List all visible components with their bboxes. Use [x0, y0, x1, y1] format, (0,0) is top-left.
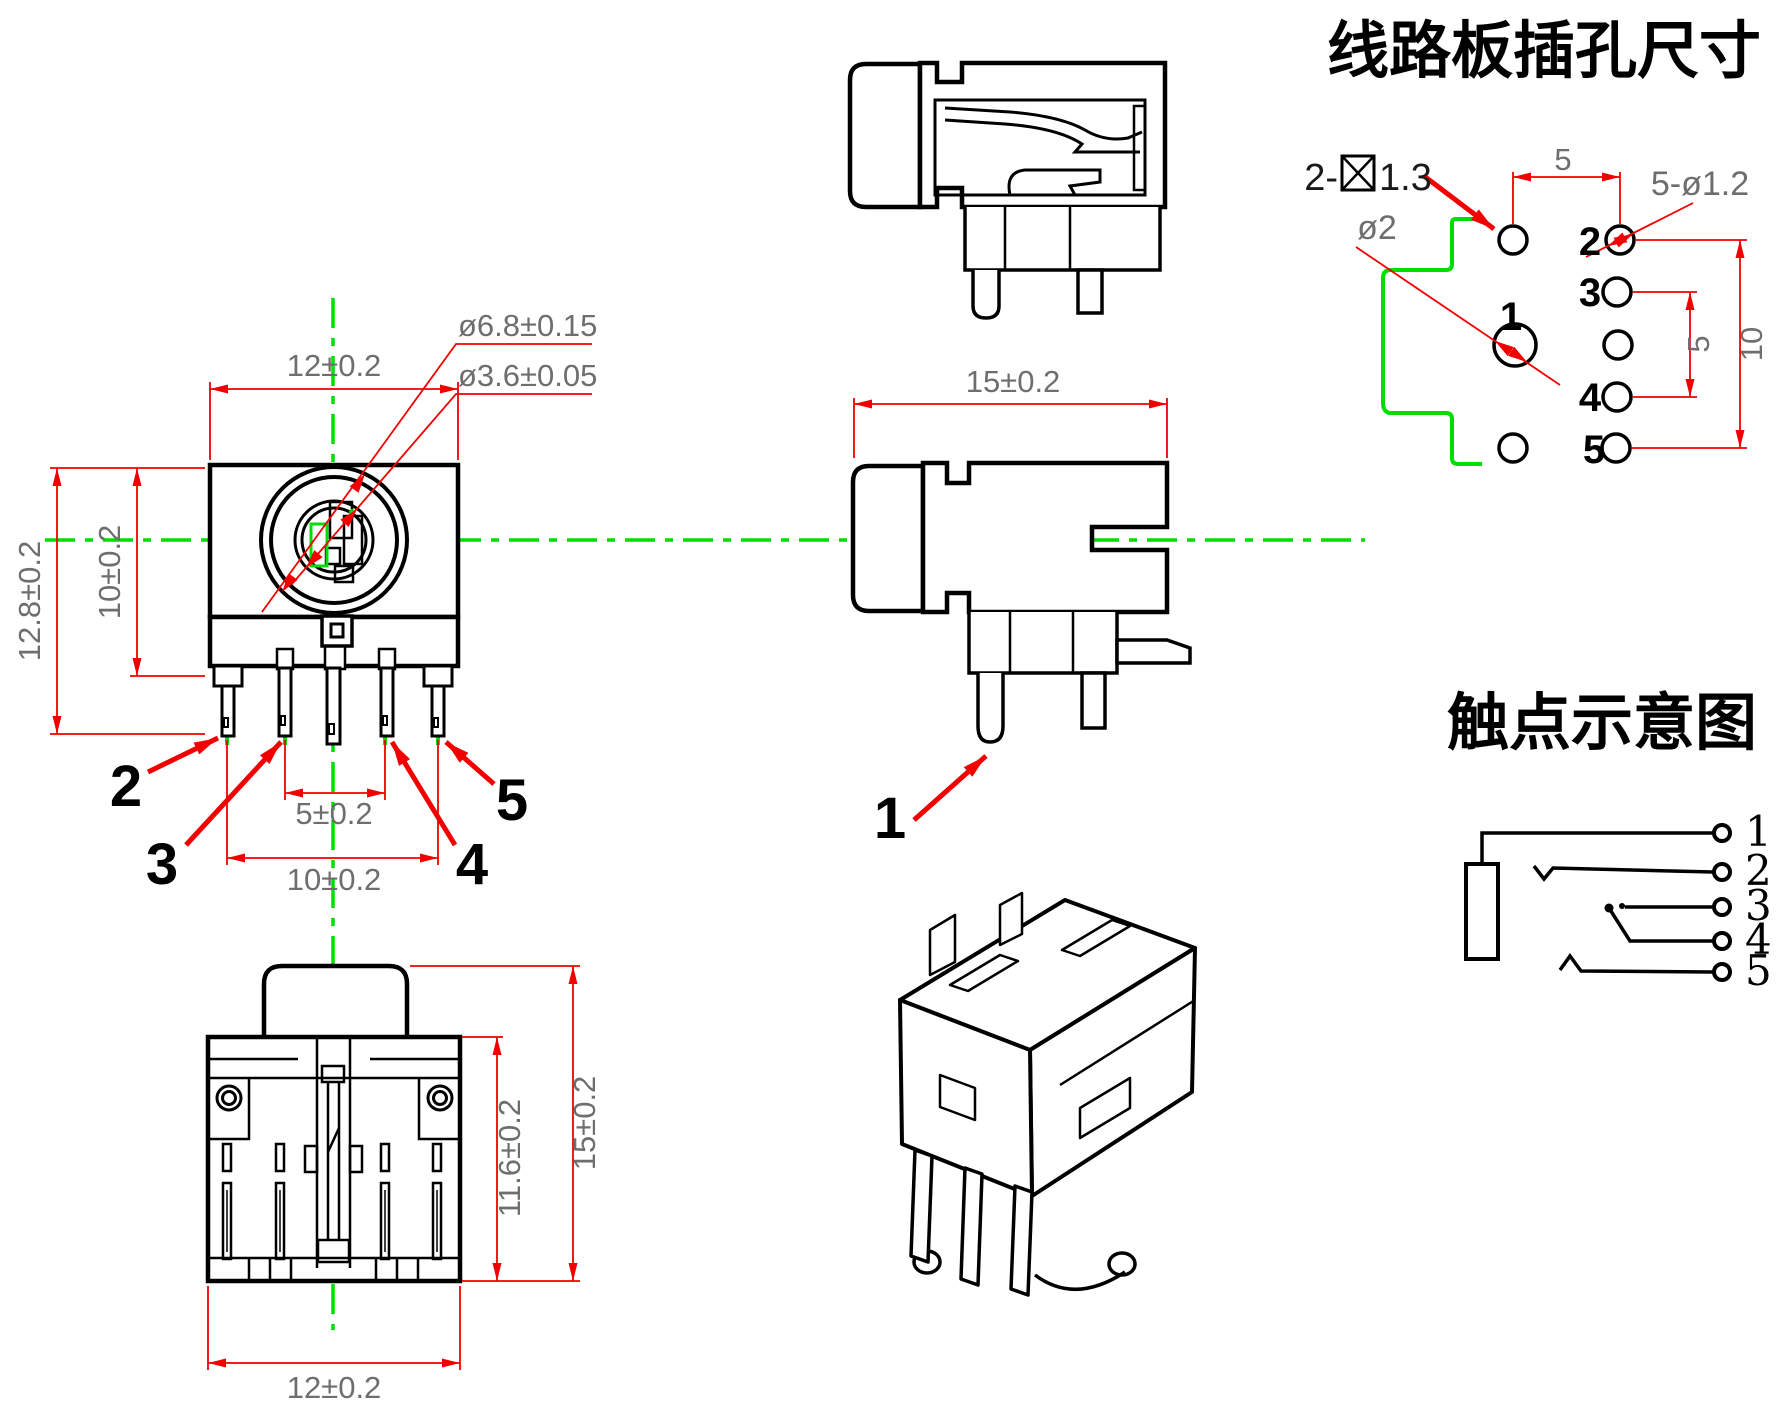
dia-inner-label: ø3.6±0.05 — [458, 358, 597, 393]
dim-pins-inner-label: 5±0.2 — [295, 796, 372, 831]
square-hole-callout: 2- 1.3 — [1304, 154, 1432, 199]
terminal4-label: 4 — [1745, 915, 1772, 964]
pin-slots — [221, 1142, 443, 1261]
center-hole-dia-label: ø2 — [1357, 209, 1397, 247]
schematic-terminals — [1712, 823, 1732, 982]
pcb-dim-right-outer-label: 10 — [1734, 327, 1769, 361]
pin1-label: 1 — [874, 786, 906, 851]
front-view-dimensions — [50, 343, 592, 865]
pin2-label: 2 — [110, 754, 142, 819]
front-view-texts: 12±0.2 12.8±0.2 10±0.2 ø6.8±0.15 ø3.6±0.… — [12, 308, 597, 897]
pcb-dim-right-inner-label: 5 — [1681, 335, 1716, 352]
bottom-view-dimensions — [207, 965, 580, 1370]
square-holes-prefix-label: 2- — [1304, 157, 1338, 199]
pcb-dim-top-label: 5 — [1554, 142, 1571, 177]
terminal5-label: 5 — [1745, 946, 1772, 995]
dim-body-height-label: 10±0.2 — [92, 525, 127, 620]
pcb-texts: ø2 5-ø1.2 5 5 10 1 2 3 4 5 — [1357, 142, 1769, 472]
pin3-label: 3 — [146, 832, 178, 897]
front-view-pins — [220, 666, 446, 746]
side-view-texts: 15±0.2 1 — [874, 364, 1060, 851]
dia-outer-label: ø6.8±0.15 — [458, 308, 597, 343]
schematic-terminal-numbers: 1 2 3 4 5 — [1745, 807, 1772, 995]
mounting-holes — [215, 1084, 454, 1112]
side-view — [850, 460, 1192, 744]
bottom-view-texts: 11.6±0.2 15±0.2 12±0.2 — [287, 1076, 602, 1403]
pin5-label: 5 — [496, 768, 528, 833]
square-holes-size-label: 1.3 — [1379, 157, 1432, 199]
pin4-label: 4 — [456, 832, 488, 897]
terminal3-label: 3 — [1745, 881, 1772, 930]
pcb-dimensions — [1355, 172, 1747, 449]
front-view — [207, 462, 461, 746]
pin-holes-label: 5-ø1.2 — [1651, 165, 1749, 203]
bottom-dim-body-height-label: 11.6±0.2 — [492, 1099, 527, 1217]
terminal1-label: 1 — [1745, 807, 1772, 856]
dim-width-label: 12±0.2 — [287, 348, 382, 383]
bottom-dim-width-label: 12±0.2 — [287, 1370, 382, 1403]
board-edge — [1381, 217, 1482, 466]
bottom-view — [205, 963, 463, 1284]
pcb-hole1-label: 1 — [1500, 295, 1522, 339]
contact-schematic: 1 2 3 4 5 — [1464, 807, 1772, 995]
pcb-hole2-label: 2 — [1579, 220, 1601, 264]
pcb-layout-view: 2- 1.3 ø2 5-ø1.2 5 5 10 1 2 3 4 5 — [1304, 142, 1769, 472]
center-channel — [303, 1037, 364, 1268]
top-section-view — [847, 60, 1168, 320]
side-view-dimensions — [853, 398, 1168, 822]
titles: 线路板插孔尺寸 触点示意图 — [1327, 17, 1761, 758]
contact-schematic-title: 触点示意图 — [1447, 689, 1757, 758]
dim-pins-outer-label: 10±0.2 — [287, 862, 382, 897]
pcb-hole3-label: 3 — [1579, 271, 1601, 315]
square-hole-icon — [1340, 154, 1376, 192]
terminal2-label: 2 — [1745, 846, 1772, 895]
isometric-view — [898, 891, 1197, 1297]
bottom-dim-total-height-label: 15±0.2 — [567, 1076, 602, 1171]
side-dim-width-label: 15±0.2 — [966, 364, 1061, 399]
dim-total-height-label: 12.8±0.2 — [12, 541, 47, 661]
pcb-holes — [1492, 224, 1636, 464]
pcb-layout-title: 线路板插孔尺寸 — [1327, 17, 1761, 86]
switch-button — [320, 614, 354, 648]
pcb-hole5-label: 5 — [1583, 428, 1605, 472]
pcb-hole4-label: 4 — [1579, 376, 1602, 420]
